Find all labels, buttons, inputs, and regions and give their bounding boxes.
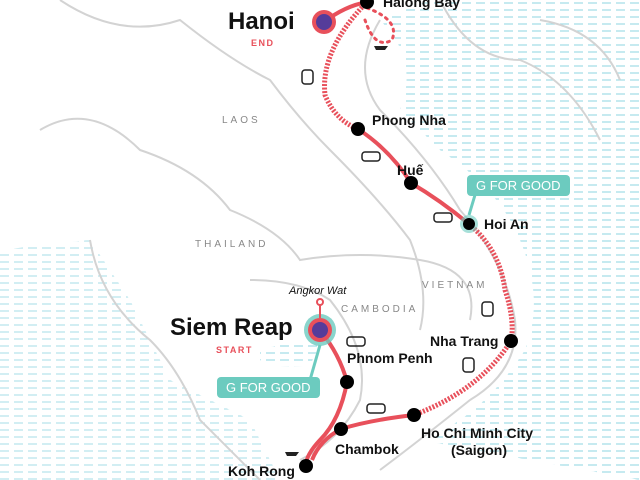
stop-label-chambok: Chambok	[335, 441, 399, 457]
country-cambodia: CAMBODIA	[341, 304, 419, 315]
train-icon	[481, 301, 494, 317]
boat-icon	[285, 452, 299, 456]
bus-icon	[361, 151, 381, 162]
end-tag: END	[251, 38, 275, 48]
start-tag: START	[216, 345, 253, 355]
stop-label-nha-trang: Nha Trang	[430, 333, 499, 349]
poi-angkor-wat: Angkor Wat	[289, 285, 347, 297]
g-for-good-badge-siem-reap: G FOR GOOD	[217, 377, 320, 398]
g-for-good-badge-hoi-an: G FOR GOOD	[467, 175, 570, 196]
route-siemreap-kohrong	[304, 328, 350, 466]
stop-label-siem-reap: Siem Reap	[170, 314, 293, 341]
transport-icons	[285, 46, 494, 456]
country-laos: LAOS	[222, 115, 261, 126]
stop-label-hanoi: Hanoi	[228, 8, 295, 35]
bus-icon	[346, 336, 366, 347]
bus-icon	[433, 212, 453, 223]
stop-label-halong: Halong Bay	[383, 0, 461, 10]
train-icon	[462, 357, 475, 373]
stop-label-phong-nha: Phong Nha	[372, 112, 446, 128]
bus-icon	[366, 403, 386, 414]
country-thailand: THAILAND	[195, 239, 269, 250]
stop-label-koh-rong: Koh Rong	[228, 463, 295, 479]
train-icon	[301, 69, 314, 85]
stop-markers	[299, 0, 518, 473]
route-train-south	[413, 222, 515, 418]
stop-label-saigon: (Saigon)	[451, 442, 507, 458]
route-train-north	[322, 0, 369, 132]
stop-label-hoi-an: Hoi An	[484, 216, 529, 232]
stop-label-hcmc: Ho Chi Minh City	[421, 425, 533, 441]
route-halong-cruise	[363, 6, 395, 44]
stop-label-phnom-penh: Phnom Penh	[347, 350, 433, 366]
boat-icon	[374, 46, 388, 50]
country-vietnam: VIETNAM	[422, 280, 488, 291]
stop-label-hue: Huế	[397, 162, 424, 178]
